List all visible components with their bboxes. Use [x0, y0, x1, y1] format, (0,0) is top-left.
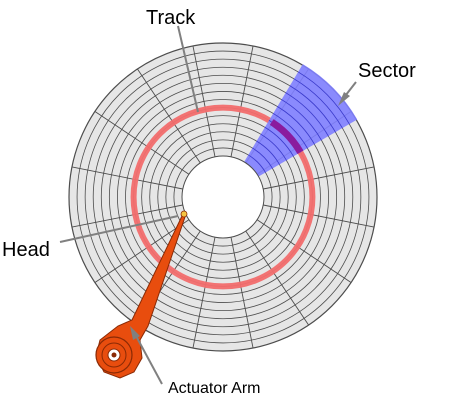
sector-track-line — [297, 71, 350, 125]
radial-division — [256, 219, 352, 283]
actuator-arm-graphic — [95, 210, 188, 379]
actuator-arrowhead — [130, 326, 140, 340]
spindle-hub — [181, 155, 265, 239]
sector-track-line — [256, 140, 280, 165]
track-ring — [173, 147, 273, 247]
radial-division — [94, 219, 190, 283]
sector-track-line — [285, 92, 329, 137]
track-ring — [149, 123, 297, 271]
sector-fill — [223, 64, 358, 197]
track-ring — [125, 99, 321, 295]
track-leader — [177, 25, 199, 113]
radial-division — [230, 45, 254, 157]
sector-track-line — [281, 99, 322, 141]
sector-track-line — [273, 113, 308, 149]
track-ring — [117, 91, 329, 303]
leader-lines — [59, 25, 357, 385]
sector-track-line — [252, 147, 273, 169]
track-ring — [84, 58, 362, 336]
actuator-pivot-ring — [101, 342, 127, 368]
read-write-head — [180, 210, 188, 218]
track-ring — [157, 131, 289, 263]
track-ring — [108, 82, 338, 312]
track-ring — [141, 115, 305, 279]
sector-track-line — [248, 154, 266, 173]
radial-division — [263, 204, 375, 228]
sector-wedge — [223, 64, 358, 197]
sector-label: Sector — [358, 60, 416, 82]
sector-track-line — [264, 126, 294, 157]
radial-division — [263, 166, 375, 190]
head-leader — [59, 215, 179, 243]
sector-track-line — [277, 106, 315, 145]
radial-division — [94, 111, 190, 175]
track-ring — [100, 74, 346, 320]
track-sector-intersection — [269, 119, 304, 155]
sector-arrowhead — [338, 92, 350, 106]
radial-division — [192, 45, 216, 157]
highlighted-track — [130, 104, 316, 290]
radial-division — [71, 204, 183, 228]
track-ring — [165, 139, 281, 255]
sector-track-line — [260, 133, 287, 161]
actuator-pivot-pin — [111, 352, 117, 358]
sector-track-line — [289, 85, 336, 133]
radial-division — [192, 237, 216, 349]
track-label: Track — [146, 7, 196, 29]
sector-track-line — [293, 78, 343, 129]
actuator-leader — [134, 333, 163, 385]
track-ring — [92, 66, 354, 328]
actuator-arm-label: Actuator Arm — [168, 380, 260, 397]
radial-division — [71, 166, 183, 190]
radial-division — [245, 230, 309, 326]
track-ring — [76, 50, 370, 344]
radial-division — [137, 68, 201, 164]
head-label: Head — [2, 239, 50, 261]
radial-division — [230, 237, 254, 349]
